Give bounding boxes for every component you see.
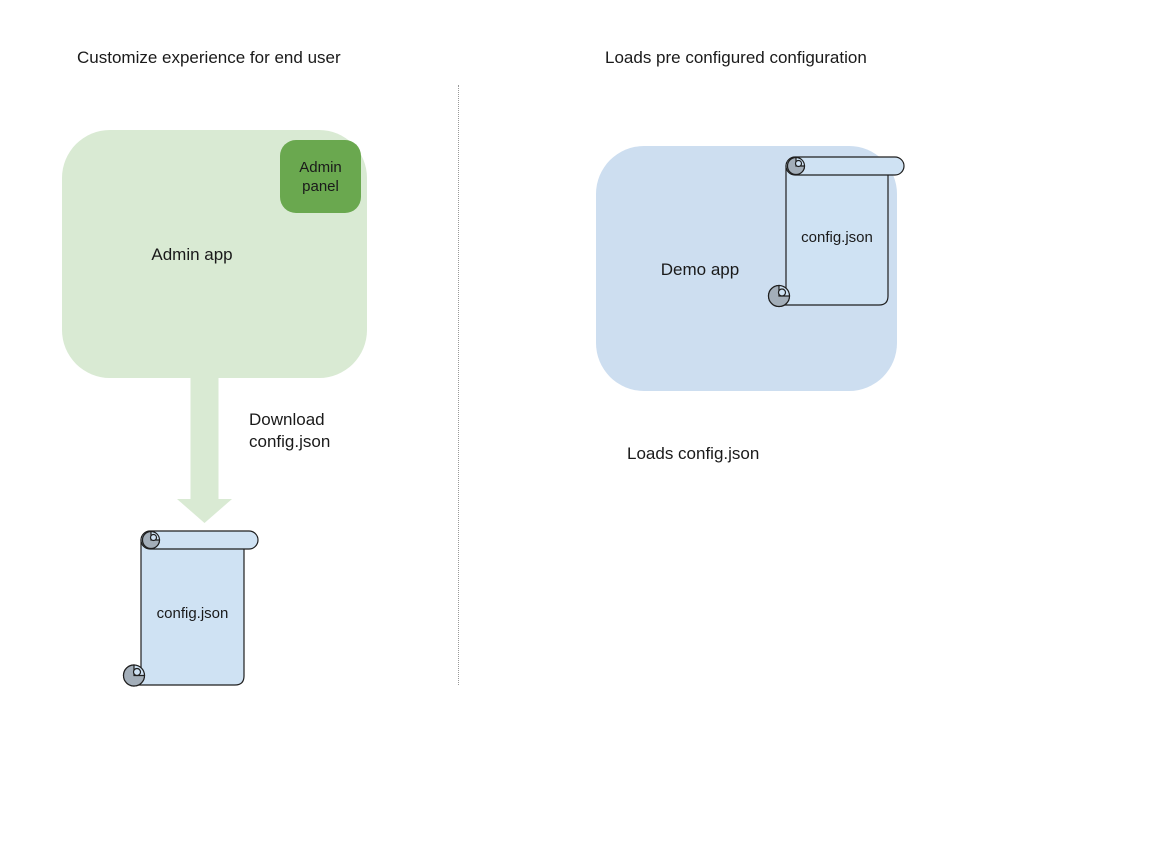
admin-panel-label-line1: Admin [299,158,342,176]
download-label-line1: Download [249,410,325,429]
download-label: Download config.json [249,409,330,453]
right-section-header: Loads pre configured configuration [605,48,867,67]
admin-app-label: Admin app [151,245,233,264]
admin-panel-label-line2: panel [302,177,339,195]
loads-config-caption: Loads config.json [627,444,760,463]
config-file-label-right: config.json [801,229,873,246]
config-file-label-left: config.json [156,605,229,622]
section-divider [458,85,459,685]
admin-panel-box: Admin panel [280,140,361,213]
download-label-line2: config.json [249,432,331,451]
left-section-header: Customize experience for end user [77,48,341,67]
download-arrow-icon [177,378,232,523]
demo-app-label: Demo app [660,260,740,279]
